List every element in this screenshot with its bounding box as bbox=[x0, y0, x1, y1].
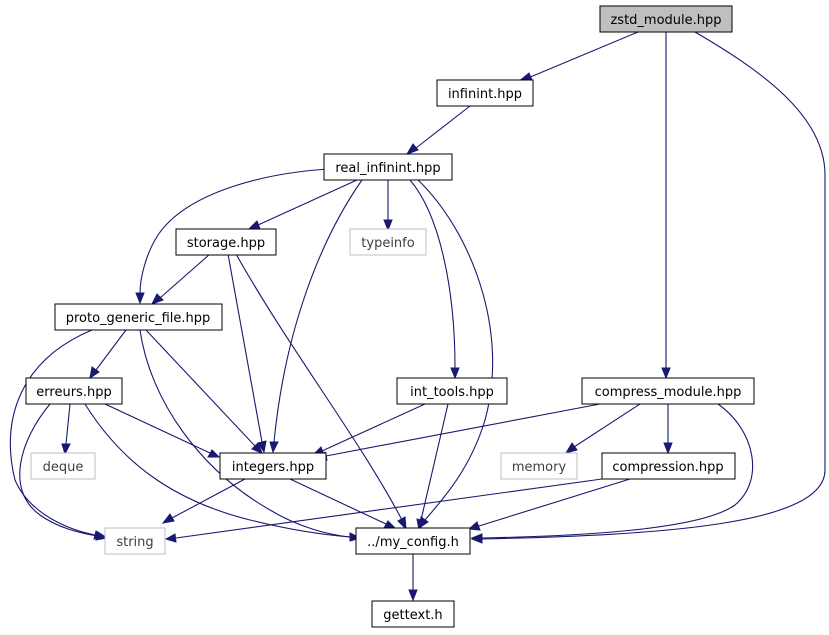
edge-compress-module-to-integers bbox=[314, 403, 601, 461]
edge-real-to-proto-generic bbox=[135, 167, 353, 305]
node-label: zstd_module.hpp bbox=[610, 13, 721, 28]
node-my-config[interactable]: ../my_config.h bbox=[355, 527, 471, 555]
edge-compress-module-to-memory bbox=[564, 403, 641, 454]
node-string[interactable]: string bbox=[104, 527, 166, 555]
edge-compression-to-string bbox=[164, 478, 603, 543]
node-label: typeinfo bbox=[361, 236, 414, 251]
edge-int-tools-to-my-config bbox=[416, 403, 449, 532]
edge-compress-module-to-compression bbox=[663, 404, 673, 455]
edge-storage-to-integers bbox=[227, 253, 267, 454]
node-label: erreurs.hpp bbox=[36, 385, 111, 400]
node-label: compression.hpp bbox=[612, 460, 723, 475]
node-erreurs[interactable]: erreurs.hpp bbox=[25, 377, 123, 405]
edge-real-to-storage bbox=[247, 179, 358, 230]
node-label: storage.hpp bbox=[187, 236, 265, 251]
node-typeinfo[interactable]: typeinfo bbox=[349, 228, 427, 256]
edge-erreurs-to-integers bbox=[104, 403, 221, 458]
node-label: infinint.hpp bbox=[448, 87, 522, 102]
node-compress-module[interactable]: compress_module.hpp bbox=[581, 377, 755, 405]
node-label: proto_generic_file.hpp bbox=[66, 311, 211, 326]
edge-real-to-typeinfo bbox=[383, 180, 393, 232]
edge-compress-module-to-my-config bbox=[470, 403, 754, 543]
edge-erreurs-to-deque bbox=[61, 403, 71, 456]
edge-infinint-to-real-infinint bbox=[405, 105, 471, 155]
edge-real-to-integers bbox=[269, 179, 363, 454]
node-memory[interactable]: memory bbox=[500, 452, 578, 480]
node-label: string bbox=[116, 535, 153, 550]
edge-zstd-to-infinint bbox=[516, 31, 639, 83]
edge-proto-generic-to-erreurs bbox=[89, 329, 127, 380]
node-label: integers.hpp bbox=[232, 460, 314, 475]
node-label: gettext.h bbox=[383, 608, 442, 623]
node-label: memory bbox=[512, 460, 567, 475]
node-label: compress_module.hpp bbox=[595, 385, 742, 400]
node-gettext[interactable]: gettext.h bbox=[371, 600, 455, 628]
edge-storage-to-my-config bbox=[235, 253, 407, 531]
node-label: deque bbox=[43, 460, 84, 475]
edge-erreurs-to-my-config bbox=[84, 403, 362, 542]
node-zstd-module[interactable]: zstd_module.hpp bbox=[599, 5, 733, 33]
node-deque[interactable]: deque bbox=[30, 452, 96, 480]
node-int-tools[interactable]: int_tools.hpp bbox=[396, 377, 508, 405]
node-label: real_infinint.hpp bbox=[335, 161, 440, 176]
edge-erreurs-to-string bbox=[19, 403, 109, 541]
node-label: ../my_config.h bbox=[367, 535, 459, 550]
node-real-infinint[interactable]: real_infinint.hpp bbox=[323, 153, 453, 181]
node-integers[interactable]: integers.hpp bbox=[219, 452, 327, 480]
edge-proto-generic-to-integers bbox=[145, 329, 263, 454]
node-proto-generic-file[interactable]: proto_generic_file.hpp bbox=[54, 303, 223, 331]
edge-storage-to-proto-generic bbox=[150, 253, 211, 305]
edge-integers-to-string bbox=[161, 478, 246, 524]
node-storage[interactable]: storage.hpp bbox=[175, 228, 277, 256]
edge-my-config-to-gettext bbox=[408, 554, 418, 602]
node-label: int_tools.hpp bbox=[410, 385, 494, 400]
edge-zstd-to-compress-module bbox=[661, 32, 671, 380]
node-infinint[interactable]: infinint.hpp bbox=[436, 79, 534, 107]
edge-compression-to-my-config bbox=[467, 478, 631, 531]
edge-real-to-int-tools bbox=[409, 179, 460, 380]
node-compression[interactable]: compression.hpp bbox=[601, 452, 736, 480]
edge-proto-generic-to-string bbox=[9, 329, 107, 540]
edge-integers-to-my-config bbox=[289, 478, 397, 529]
